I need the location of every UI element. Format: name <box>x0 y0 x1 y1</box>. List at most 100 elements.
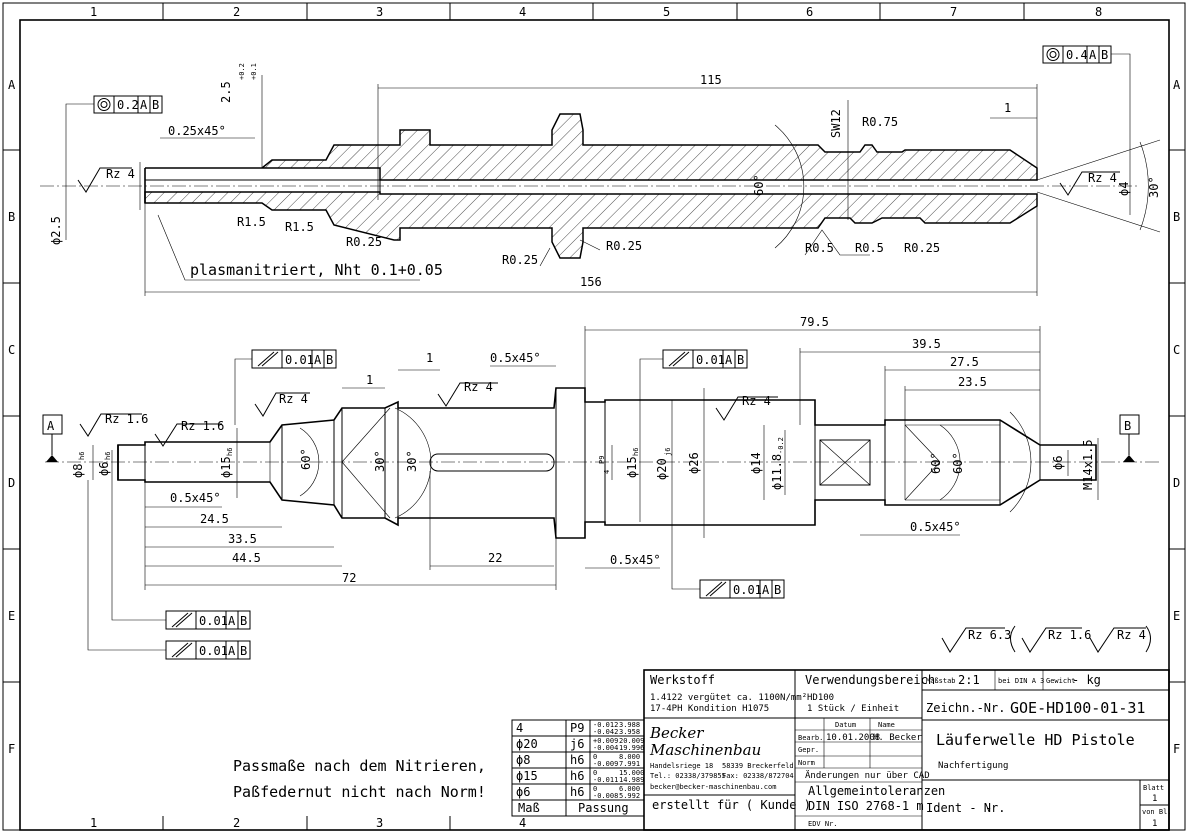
col-label: 7 <box>950 5 957 19</box>
runout-icon <box>171 612 193 628</box>
svg-text:Rz 4: Rz 4 <box>742 394 771 408</box>
dim-phi26: ϕ26 <box>687 452 701 474</box>
telephone: Tel.: 02338/379855 <box>650 772 726 780</box>
runout-frame: 0.01 A B <box>111 476 251 630</box>
section-lower-half <box>144 191 1038 259</box>
svg-text:A: A <box>725 353 733 367</box>
verwendung-2: 1 Stück / Einheit <box>807 704 899 714</box>
bearb-name: H. Becker <box>873 733 922 743</box>
dim-angle-30-top: 30° <box>1147 176 1161 198</box>
svg-text:3.988: 3.988 <box>619 721 640 729</box>
dim-chamfer-b4: 0.5x45° <box>910 520 961 534</box>
dim-r0-25-a: R0.25 <box>346 235 382 249</box>
col-label: 8 <box>1095 5 1102 19</box>
dim-phi15-b: ϕ15 <box>625 456 639 478</box>
dim-phi6-b: ϕ6 <box>1051 456 1065 470</box>
svg-text:-0.004: -0.004 <box>593 744 618 752</box>
dim-79-5: 79.5 <box>800 315 829 329</box>
svg-text:Rz 1.6: Rz 1.6 <box>181 419 224 433</box>
svg-text:h6: h6 <box>570 753 584 767</box>
svg-text:B: B <box>737 353 744 367</box>
notes: Passmaße nach dem Nitrieren, Paßfedernut… <box>233 757 486 801</box>
dim-tol-lo: +0.1 <box>250 63 258 80</box>
svg-text:15.000: 15.000 <box>619 769 644 777</box>
wrench-flat <box>819 439 871 486</box>
svg-text:20.009: 20.009 <box>619 737 644 745</box>
svg-text:h6: h6 <box>570 785 584 799</box>
nitriding-note: plasmanitriert, Nht 0.1+0.05 <box>190 261 443 279</box>
allgemeintoleranzen-2: DIN ISO 2768-1 m <box>808 799 924 813</box>
runout-icon <box>668 351 690 367</box>
bottom-view <box>45 387 1160 539</box>
dim-r0-5-b: R0.5 <box>855 241 884 255</box>
svg-text:A: A <box>762 583 770 597</box>
svg-text:-0.011: -0.011 <box>593 776 618 784</box>
dim-fit-h6: h6 <box>226 448 234 456</box>
col-label: 3 <box>376 5 383 19</box>
zeichn-label: Zeichn.-Nr. <box>926 701 1005 715</box>
dim-72: 72 <box>342 571 356 585</box>
svg-text:7.991: 7.991 <box>619 760 640 768</box>
bottom-dimensions: 79.5 39.5 27.5 23.5 1 1 0.5x45° 0.5x45° … <box>71 315 1099 590</box>
von-value: 1 <box>1152 819 1157 829</box>
dim-chamfer-b2: 0.5x45° <box>170 491 221 505</box>
fit-head-fit: Passung <box>578 801 629 815</box>
bottom-tolerance-frames: 0.01 A B 0.01 A B 0.01 A B 0.01 <box>87 349 785 660</box>
drawing-title: Läuferwelle HD Pistole <box>936 731 1135 749</box>
fit-row: ϕ20 j6 +0.009 -0.004 20.009 19.996 <box>516 737 644 752</box>
row-label: F <box>8 742 15 756</box>
dim-27-5: 27.5 <box>950 355 979 369</box>
dim-phi6: ϕ6 <box>97 462 111 476</box>
werkstoff-label: Werkstoff <box>650 673 715 687</box>
svg-text:8.000: 8.000 <box>619 753 640 761</box>
row-label: C <box>1173 343 1180 357</box>
norm-label: Norm <box>798 759 815 767</box>
massstab: 2:1 <box>958 673 980 687</box>
col-label: 1 <box>90 816 97 830</box>
svg-text:0: 0 <box>593 769 597 777</box>
dim-22: 22 <box>488 551 502 565</box>
fit-table: 4 P9 -0.012 -0.042 3.988 3.958 ϕ20 j6 +0… <box>511 719 645 817</box>
tol-datum: A <box>140 98 148 112</box>
dim-r0-5-a: R0.5 <box>805 241 834 255</box>
dim-1-b2: 1 <box>366 373 373 387</box>
dim-tol-02: -0.2 <box>777 437 785 454</box>
erstellt-fuer: erstellt für ( Kunde ) <box>652 798 811 812</box>
tol-datum: B <box>1101 48 1108 62</box>
gewicht: - kg <box>1072 673 1101 687</box>
col-label: 2 <box>233 5 240 19</box>
row-label: F <box>1173 742 1180 756</box>
dim-39-5: 39.5 <box>912 337 941 351</box>
row-label: C <box>8 343 15 357</box>
runout-icon <box>171 642 193 658</box>
dim-156: 156 <box>580 275 602 289</box>
massstab-label: Maßstab <box>926 677 956 685</box>
svg-text:0.01: 0.01 <box>285 353 314 367</box>
dim-1-top: 1 <box>1004 101 1011 115</box>
dim-fit-h6: h6 <box>632 448 640 456</box>
dim-angle-60-top: 60° <box>752 174 766 196</box>
col-label: 1 <box>90 5 97 19</box>
svg-text:ϕ20: ϕ20 <box>516 737 538 751</box>
dim-chamfer-b1: 0.5x45° <box>490 351 541 365</box>
svg-text:14.989: 14.989 <box>619 776 644 784</box>
ident-value: - <box>985 801 992 815</box>
runout-icon <box>705 581 727 597</box>
svg-text:0.01: 0.01 <box>733 583 762 597</box>
surface-symbol-icon: Rz 1.6 <box>79 412 148 437</box>
company-2: Maschinenbau <box>649 741 761 759</box>
top-dimensions: 115 156 1 0.25x45° 2.5 +0.2 +0.1 SW12 R0… <box>49 63 1161 296</box>
svg-text:0.01: 0.01 <box>696 353 725 367</box>
email: becker@becker-maschinenbau.com <box>650 783 776 791</box>
verwendung-label: Verwendungsbereich <box>805 673 935 687</box>
svg-text:Rz 1.6: Rz 1.6 <box>105 412 148 426</box>
dim-phi15: ϕ15 <box>219 456 233 478</box>
col-label: 4 <box>519 816 526 830</box>
dim-phi8: ϕ8 <box>71 464 85 478</box>
datum-label: Datum <box>835 721 856 729</box>
dim-m14: M14x1.5 <box>1081 439 1095 490</box>
tol-datum: A <box>1089 48 1097 62</box>
blatt-value: 1 <box>1152 794 1157 804</box>
surface-symbol-icon: Rz 4 <box>254 392 310 417</box>
svg-text:-0.009: -0.009 <box>593 760 618 768</box>
